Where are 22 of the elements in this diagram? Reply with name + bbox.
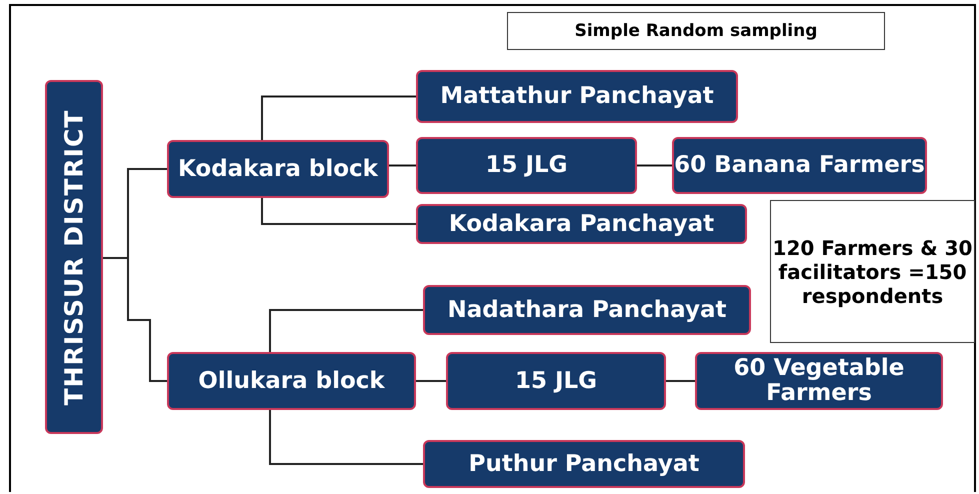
- connector-line: [416, 380, 446, 382]
- block-box: Kodakara block: [167, 140, 389, 198]
- panchayat-box: Nadathara Panchayat: [423, 285, 751, 335]
- panchayat-box: Puthur Panchayat: [423, 440, 745, 488]
- respondents-note: 120 Farmers & 30 facilitators =150 respondents: [770, 200, 975, 343]
- connector-line: [666, 380, 695, 382]
- connector-line: [269, 410, 423, 465]
- farmers-box: 60 Vegetable Farmers: [695, 352, 943, 410]
- group-box: 15 JLG: [416, 137, 637, 194]
- farmers-box: 60 Banana Farmers: [672, 137, 927, 194]
- panchayat-box: Kodakara Panchayat: [416, 204, 747, 244]
- connector-line: [261, 198, 416, 225]
- district-box: [45, 80, 103, 434]
- connector-line: [269, 309, 423, 352]
- connector-line: [637, 164, 672, 166]
- method-label: Simple Random sampling: [507, 12, 885, 50]
- group-box: 15 JLG: [446, 352, 666, 410]
- connector-line: [389, 164, 416, 166]
- district-label: THRISSUR DISTRICT: [60, 109, 88, 405]
- block-box: Ollukara block: [167, 352, 416, 410]
- connector-line: [261, 96, 416, 140]
- panchayat-box: Mattathur Panchayat: [416, 70, 738, 123]
